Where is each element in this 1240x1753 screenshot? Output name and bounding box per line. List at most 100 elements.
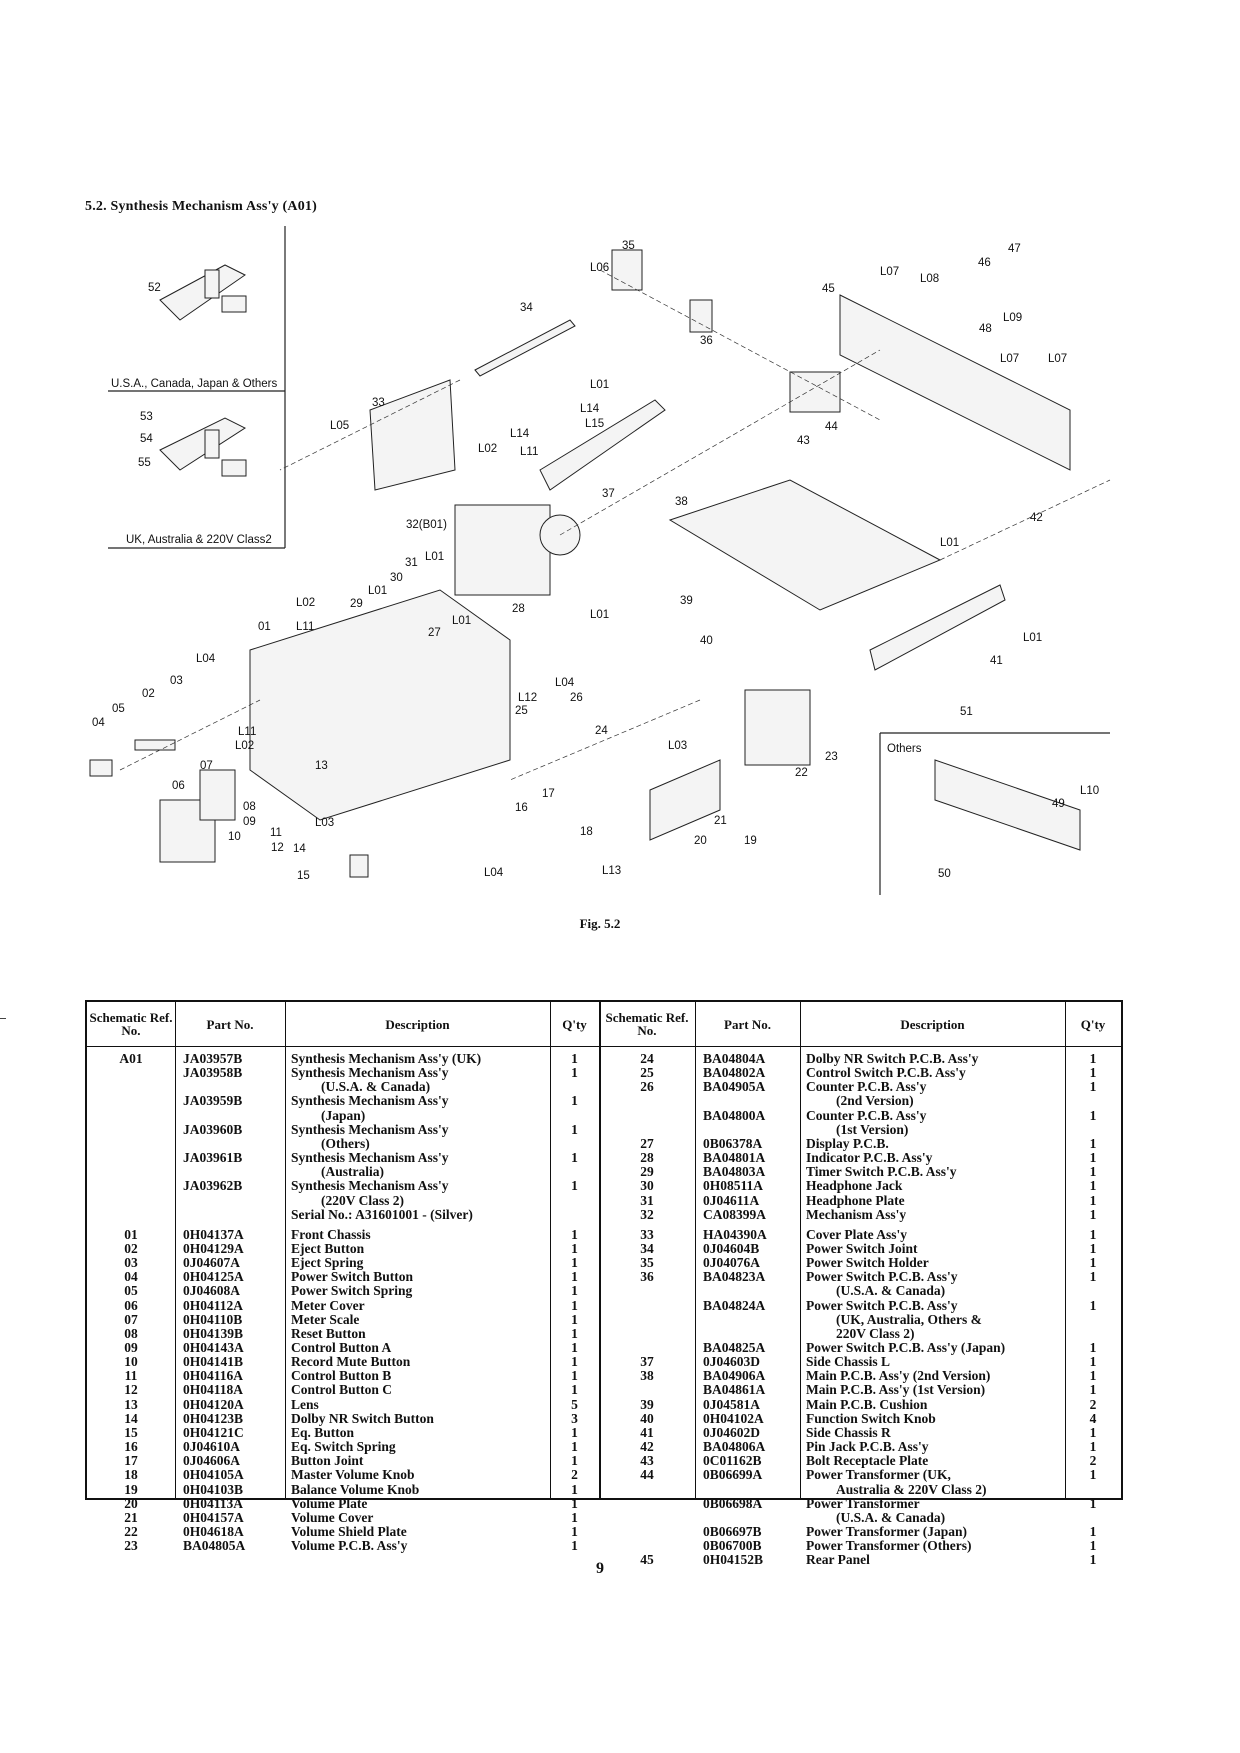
quantity-cell: 1 [571, 1178, 578, 1194]
part-no-cell: BA04905A [703, 1079, 766, 1095]
callout-label: 02 [142, 688, 155, 700]
quantity-cell: 1 [1089, 1552, 1097, 1568]
quantity-cell: 1 [1089, 1164, 1097, 1180]
callout-label: L11 [238, 726, 256, 738]
description-cell: Volume P.C.B. Ass'y [291, 1538, 408, 1554]
callout-label: L06 [590, 262, 609, 274]
callout-label: 43 [797, 435, 810, 447]
description-cell: Synthesis Mechanism Ass'y [291, 1150, 449, 1166]
part-no-cell: 0H04121C [183, 1424, 244, 1440]
callout-label: L01 [590, 379, 609, 391]
ref-no-cell [87, 1109, 175, 1124]
figure-caption: Fig. 5.2 [579, 916, 621, 931]
quantity-cell: 1 [571, 1453, 578, 1469]
ref-no-cell: 31 [640, 1192, 654, 1208]
quantity-cell: 1 [1089, 1135, 1097, 1151]
callout-label: 28 [512, 603, 525, 615]
quantity-cell: 1 [1089, 1107, 1097, 1123]
part-no-cell: 0H04118A [183, 1382, 244, 1398]
quantity-cell: 1 [1089, 1354, 1097, 1370]
quantity-cell: 1 [571, 1065, 578, 1081]
ref-no-cell [87, 1137, 175, 1152]
description-cell: Button Joint [291, 1453, 364, 1469]
description-cell: Front Chassis [291, 1226, 371, 1242]
ref-no-cell [87, 1179, 175, 1194]
callout-label: L08 [920, 273, 939, 285]
callout-label: L13 [602, 865, 621, 877]
ref-no-cell: 17 [124, 1453, 138, 1469]
callout-label: 41 [990, 655, 1003, 667]
quantity-cell: 1 [571, 1439, 578, 1455]
description-cell: (Japan) [321, 1107, 366, 1123]
callout-label: L07 [1048, 353, 1067, 365]
quantity-cell: 1 [571, 1051, 578, 1066]
callout-label: 26 [570, 692, 583, 704]
ref-no-cell [599, 1313, 695, 1328]
quantity-cell: 5 [571, 1396, 578, 1412]
description-cell: Main P.C.B. Ass'y (2nd Version) [806, 1368, 991, 1384]
ref-no-cell: 39 [640, 1396, 654, 1412]
description-cell: Counter P.C.B. Ass'y [806, 1079, 927, 1095]
quantity-cell: 1 [571, 1382, 578, 1398]
quantity-cell: 1 [1089, 1150, 1097, 1166]
ref-no-cell: 34 [640, 1240, 654, 1256]
header-ref-right: Schematic Ref. No. [605, 1010, 689, 1038]
quantity-cell [550, 1109, 599, 1124]
callout-label: L03 [668, 740, 687, 752]
part-no-cell: BA04824A [703, 1297, 766, 1313]
part-no-cell: HA04390A [703, 1226, 767, 1242]
quantity-cell: 1 [571, 1297, 578, 1313]
part-no-cell: 0J04604B [703, 1240, 760, 1256]
quantity-cell: 1 [571, 1150, 578, 1166]
part-no-cell: 0H04125A [183, 1269, 244, 1285]
ref-no-cell: 18 [124, 1467, 138, 1483]
header-part-right: Part No. [724, 1016, 771, 1032]
ref-no-cell [599, 1284, 695, 1299]
callout-label: 03 [170, 675, 183, 687]
part-no-cell: 0J04610A [183, 1439, 240, 1455]
part-no-cell [183, 1109, 285, 1124]
callout-label: L01 [452, 615, 471, 627]
part-no-cell: 0J04606A [183, 1453, 240, 1469]
ref-no-cell: 43 [640, 1453, 654, 1469]
part-no-cell [703, 1483, 800, 1498]
ref-no-cell: 33 [640, 1226, 654, 1242]
inset-label-uk: UK, Australia & 220V Class2 [126, 534, 272, 546]
quantity-cell: 1 [1089, 1538, 1097, 1554]
quantity-cell: 1 [1089, 1065, 1097, 1081]
ref-no-cell: 24 [640, 1051, 654, 1066]
part-no-cell: 0J04608A [183, 1283, 240, 1299]
part-no-cell: 0H04113A [183, 1495, 244, 1511]
callout-label: 51 [960, 706, 973, 718]
description-cell: Power Transformer (UK, [806, 1467, 951, 1483]
part-no-cell: 0H04141B [183, 1354, 244, 1370]
callout-label: 24 [595, 725, 608, 737]
quantity-cell: 1 [571, 1311, 578, 1327]
part-no-cell: 0H04157A [183, 1509, 244, 1525]
callout-label: L10 [1080, 785, 1099, 797]
part-no-cell: 0H04112A [183, 1297, 244, 1313]
header-divider [87, 1046, 1121, 1047]
part-no-cell: BA04802A [703, 1065, 766, 1081]
part-no-cell: 0J04581A [703, 1396, 760, 1412]
quantity-cell: 1 [571, 1255, 578, 1271]
description-cell: Power Switch Button [291, 1269, 414, 1285]
callout-label: 32(B01) [406, 519, 447, 531]
description-cell: Synthesis Mechanism Ass'y [291, 1093, 449, 1109]
header-desc-left: Description [385, 1016, 450, 1032]
ref-no-cell [599, 1483, 695, 1498]
ref-no-cell: 29 [640, 1164, 654, 1180]
quantity-cell: 3 [571, 1410, 578, 1426]
part-no-cell: BA04806A [703, 1439, 766, 1455]
quantity-cell: 1 [1089, 1297, 1097, 1313]
callout-label: 23 [825, 751, 838, 763]
description-cell: Control Button C [291, 1382, 393, 1398]
callout-label: 18 [580, 826, 593, 838]
column-divider [285, 1002, 286, 1498]
description-cell: Cover Plate Ass'y [806, 1226, 907, 1242]
ref-no-cell: 44 [640, 1467, 654, 1483]
part-no-cell: 0H04123B [183, 1410, 244, 1426]
description-cell: Bolt Receptacle Plate [806, 1453, 929, 1469]
part-no-cell [183, 1208, 285, 1223]
